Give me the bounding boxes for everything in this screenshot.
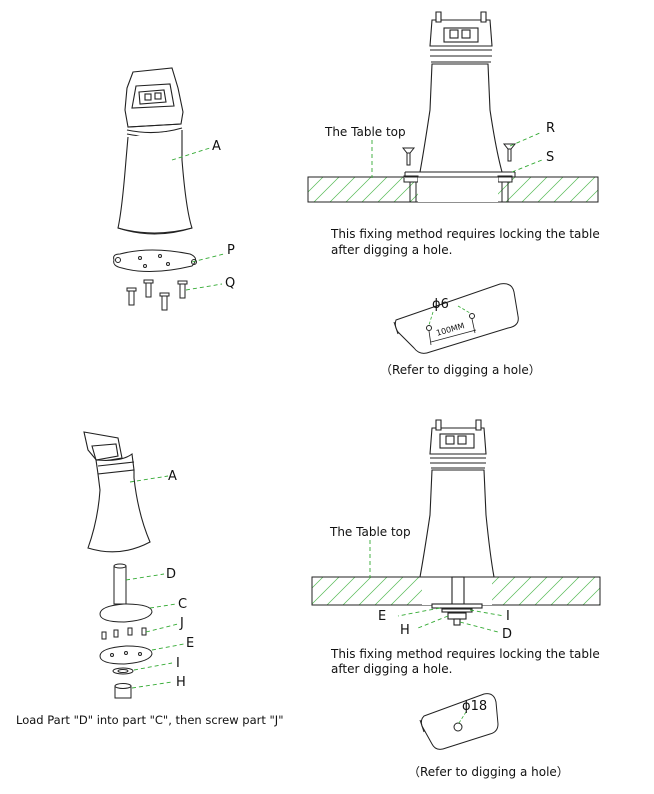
label-a-2: A <box>168 469 177 484</box>
label-d-2: D <box>502 627 513 642</box>
note-line-2: after digging a hole. <box>331 243 453 257</box>
label-h-2: H <box>400 623 410 638</box>
label-i: I <box>176 656 180 671</box>
note-line-1: This fixing method requires locking the … <box>331 227 600 241</box>
note-line-2-b: after digging a hole. <box>331 662 453 676</box>
stand-bottom-right <box>419 419 495 626</box>
label-i-2: I <box>506 609 510 624</box>
label-r: R <box>546 121 556 136</box>
note-line-1-b: This fixing method requires locking the … <box>331 647 600 661</box>
stand-top-left <box>117 67 193 235</box>
leaders-q1 <box>171 147 225 291</box>
stand-bottom-left <box>83 431 151 553</box>
leaders-q2 <box>371 131 543 178</box>
label-a: A <box>212 139 221 154</box>
refer-digging-2: （Refer to digging a hole） <box>408 765 569 779</box>
label-e: E <box>186 636 195 651</box>
hole-diameter-6: ϕ6 <box>432 297 449 312</box>
stand-top-right <box>419 11 503 173</box>
leaders-q4 <box>369 540 505 633</box>
label-s: S <box>546 150 555 165</box>
plate-p <box>113 249 197 273</box>
label-p: P <box>227 243 235 258</box>
label-h: H <box>176 675 186 690</box>
label-c: C <box>178 597 188 612</box>
instruction-text: Load Part "D" into part "C", then screw … <box>16 713 284 727</box>
screws-q <box>126 279 188 311</box>
label-j: J <box>180 616 184 631</box>
refer-digging-1: （Refer to digging a hole） <box>380 363 541 377</box>
table-top-label: The Table top <box>325 125 406 139</box>
label-d: D <box>166 567 177 582</box>
leaders-q3 <box>125 475 185 689</box>
hole-diagram-6 <box>393 283 519 354</box>
label-e-2: E <box>378 609 387 624</box>
hole-diameter-18: ϕ18 <box>462 699 488 714</box>
table-top-q2 <box>307 171 599 203</box>
label-q: Q <box>225 276 236 291</box>
table-top-label-2: The Table top <box>330 525 411 539</box>
parts-stack-bottom-left <box>99 563 153 699</box>
